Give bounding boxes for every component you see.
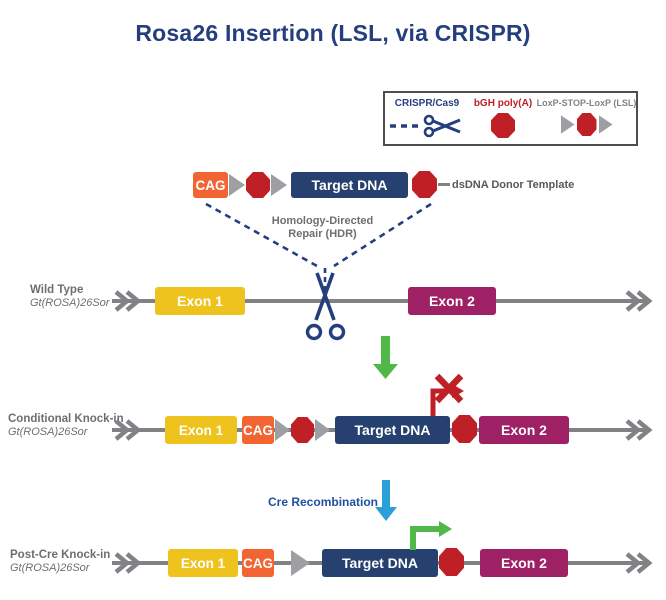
polya-stop-icon	[291, 417, 314, 443]
polya-stop-icon	[246, 172, 270, 198]
row-label-post-cre: Post-Cre Knock-in Gt(ROSA)26Sor	[10, 549, 110, 575]
cre-recombination-label: Cre Recombination	[268, 495, 379, 509]
loxp-triangle-icon	[229, 174, 245, 196]
row-label-conditional: Conditional Knock-in Gt(ROSA)26Sor	[8, 413, 124, 439]
lox-stop-lox-icon	[560, 113, 613, 136]
row-label-wild-type: Wild Type Gt(ROSA)26Sor	[30, 284, 109, 310]
loxp-triangle-icon	[291, 550, 310, 576]
donor-target-dna-box: Target DNA	[291, 172, 408, 198]
row-title: Conditional Knock-in	[8, 413, 124, 425]
legend-box: CRISPR/Cas9 bGH poly(A) LoxP-STOP-LoxP (…	[383, 91, 638, 146]
legend-item-crispr: CRISPR/Cas9	[385, 93, 469, 144]
blocked-transcription-icon	[430, 373, 464, 416]
row-locus: Gt(ROSA)26Sor	[8, 426, 88, 438]
row-locus: Gt(ROSA)26Sor	[30, 297, 110, 309]
scissors-icon	[305, 272, 346, 341]
active-transcription-icon	[410, 521, 452, 550]
target-dna-box: Target DNA	[335, 416, 450, 444]
exon2-box: Exon 2	[479, 416, 569, 444]
exon1-box: Exon 1	[155, 287, 245, 315]
legend-lsl-label: LoxP-STOP-LoxP (LSL)	[536, 98, 637, 108]
loxp-triangle-icon	[315, 419, 330, 441]
legend-crispr-label: CRISPR/Cas9	[394, 98, 460, 109]
polya-stop-icon	[412, 171, 437, 198]
down-arrow-blue-icon	[375, 480, 397, 521]
cag-box: CAG	[242, 549, 274, 577]
down-arrow-green-icon	[373, 336, 398, 379]
loxp-triangle-icon	[275, 419, 290, 441]
polya-stop-icon	[439, 548, 464, 576]
cag-box: CAG	[242, 416, 274, 444]
exon2-box: Exon 2	[480, 549, 568, 577]
hdr-label-line1: Homology-Directed	[271, 215, 374, 227]
row-title: Post-Cre Knock-in	[10, 549, 111, 561]
page-title: Rosa26 Insertion (LSL, via CRISPR)	[135, 20, 531, 46]
legend-item-polya: bGH poly(A)	[469, 93, 537, 144]
scissors-dashed-icon	[388, 113, 466, 139]
polya-stop-icon	[452, 415, 477, 443]
row-title: Wild Type	[30, 284, 84, 296]
donor-connector-line	[438, 183, 450, 186]
hdr-label-line2: Repair (HDR)	[288, 228, 357, 240]
exon1-box: Exon 1	[168, 549, 238, 577]
donor-cag-box: CAG	[193, 172, 228, 198]
row-locus: Gt(ROSA)26Sor	[10, 562, 90, 574]
stop-octagon-icon	[491, 113, 515, 138]
donor-template-label: dsDNA Donor Template	[452, 179, 575, 191]
exon1-box: Exon 1	[165, 416, 237, 444]
hdr-label: Homology-Directed Repair (HDR)	[250, 215, 395, 241]
genome-line	[112, 299, 648, 303]
exon2-box: Exon 2	[408, 287, 496, 315]
legend-item-lsl: LoxP-STOP-LoxP (LSL)	[537, 93, 636, 144]
legend-polya-label: bGH poly(A)	[473, 98, 533, 109]
target-dna-box: Target DNA	[322, 549, 438, 577]
loxp-triangle-icon	[271, 174, 287, 196]
